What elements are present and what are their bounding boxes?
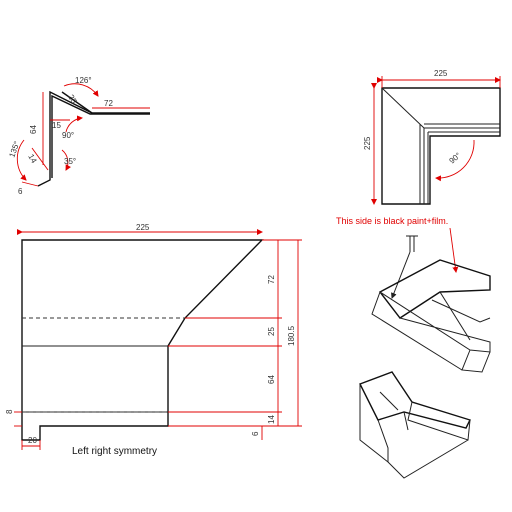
corner-height-dim: 225 bbox=[363, 136, 372, 150]
profile-inner-dim: 15 bbox=[52, 121, 61, 130]
profile-section: 126° 25 72 15 64 90° 135° 14 35° 6 bbox=[7, 76, 150, 196]
profile-angle-left: 135° bbox=[7, 140, 21, 159]
flat-seg14-dim: 14 bbox=[267, 415, 276, 424]
flat-outline bbox=[21, 239, 264, 441]
flat-seg64-dim: 64 bbox=[267, 375, 276, 384]
iso-views: This side is black paint+film. bbox=[336, 216, 491, 479]
flat-pattern: 225 72 25 64 14 180.5 8 6 20 Left right … bbox=[5, 223, 302, 457]
profile-angle-bottom: 35° bbox=[64, 157, 76, 166]
corner-plan: 225 225 90° bbox=[363, 69, 501, 205]
profile-angle-top: 126° bbox=[75, 76, 92, 85]
flat-seg72-dim: 72 bbox=[267, 275, 276, 284]
flat-bottom20-dim: 20 bbox=[28, 436, 37, 445]
profile-base-dim: 6 bbox=[18, 187, 23, 196]
flat-width-dim: 225 bbox=[136, 223, 150, 232]
flat-left8-dim: 8 bbox=[5, 409, 14, 414]
iso-note: This side is black paint+film. bbox=[336, 216, 448, 226]
profile-top-flange-dim: 72 bbox=[104, 99, 113, 108]
profile-angle-inner: 90° bbox=[62, 131, 74, 140]
corner-angle-dim: 90° bbox=[448, 151, 463, 166]
profile-height-dim: 64 bbox=[29, 125, 38, 134]
profile-shape bbox=[37, 90, 150, 187]
flat-caption: Left right symmetry bbox=[72, 446, 157, 457]
corner-width-dim: 225 bbox=[434, 69, 448, 78]
flat-bottom6-dim: 6 bbox=[251, 431, 260, 436]
iso-upper-shape bbox=[378, 259, 491, 319]
profile-top-flange bbox=[61, 91, 93, 114]
flat-seg25-dim: 25 bbox=[267, 327, 276, 336]
flat-total-dim: 180.5 bbox=[287, 325, 296, 346]
iso-lower-shape bbox=[359, 371, 471, 429]
